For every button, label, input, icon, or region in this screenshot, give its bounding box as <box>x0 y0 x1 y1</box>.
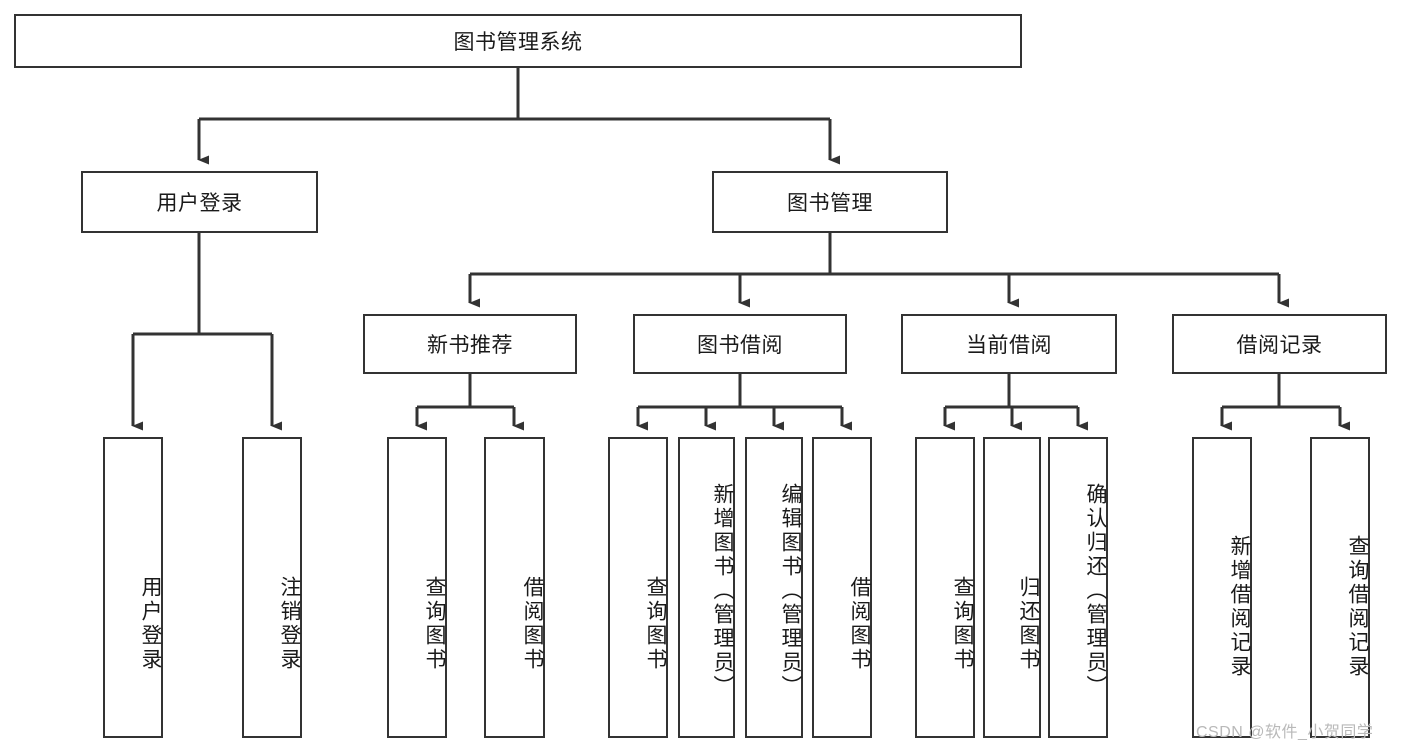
leaf-query-book-borrow-label: 查询图书 <box>644 575 667 672</box>
leaf-query-book-recommend[interactable]: 查询图书 <box>387 437 447 738</box>
node-user-login[interactable]: 用户登录 <box>81 171 318 233</box>
node-root[interactable]: 图书管理系统 <box>14 14 1022 68</box>
node-current-borrow-label: 当前借阅 <box>966 334 1052 357</box>
leaf-return-book-label: 归还图书 <box>1017 575 1040 672</box>
leaf-query-borrow-record[interactable]: 查询借阅记录 <box>1310 437 1370 738</box>
node-borrow-record-label: 借阅记录 <box>1236 334 1323 357</box>
leaf-user-login-label: 用户登录 <box>139 575 162 672</box>
leaf-return-book[interactable]: 归还图书 <box>983 437 1041 738</box>
leaf-add-borrow-record[interactable]: 新增借阅记录 <box>1192 437 1252 738</box>
leaf-add-book-label: 新增图书（管理员） <box>711 482 734 699</box>
node-user-login-label: 用户登录 <box>156 192 243 215</box>
leaf-logout[interactable]: 注销登录 <box>242 437 302 738</box>
leaf-add-book[interactable]: 新增图书（管理员） <box>678 437 735 738</box>
leaf-user-login[interactable]: 用户登录 <box>103 437 163 738</box>
leaf-query-book-borrow[interactable]: 查询图书 <box>608 437 668 738</box>
leaf-borrow-book-recommend-label: 借阅图书 <box>521 575 544 672</box>
node-new-book-recommend-label: 新书推荐 <box>427 334 513 357</box>
leaf-query-book-recommend-label: 查询图书 <box>423 575 446 672</box>
leaf-edit-book-label: 编辑图书（管理员） <box>779 482 802 699</box>
node-root-label: 图书管理系统 <box>453 31 583 54</box>
leaf-borrow-book-recommend[interactable]: 借阅图书 <box>484 437 545 738</box>
node-book-manage[interactable]: 图书管理 <box>712 171 948 233</box>
leaf-query-book-current[interactable]: 查询图书 <box>915 437 975 738</box>
node-book-borrow[interactable]: 图书借阅 <box>633 314 847 374</box>
leaf-add-borrow-record-label: 新增借阅记录 <box>1228 534 1251 679</box>
leaf-query-book-current-label: 查询图书 <box>951 575 974 672</box>
leaf-confirm-return[interactable]: 确认归还（管理员） <box>1048 437 1108 738</box>
node-book-manage-label: 图书管理 <box>787 192 873 215</box>
node-current-borrow[interactable]: 当前借阅 <box>901 314 1117 374</box>
node-borrow-record[interactable]: 借阅记录 <box>1172 314 1387 374</box>
watermark: CSDN @软件_小贺同学 <box>1196 718 1373 742</box>
node-book-borrow-label: 图书借阅 <box>697 334 783 357</box>
leaf-logout-label: 注销登录 <box>278 575 301 672</box>
watermark-text: CSDN @软件_小贺同学 <box>1196 724 1374 741</box>
node-new-book-recommend[interactable]: 新书推荐 <box>363 314 577 374</box>
leaf-edit-book[interactable]: 编辑图书（管理员） <box>745 437 803 738</box>
leaf-query-borrow-record-label: 查询借阅记录 <box>1346 534 1369 679</box>
leaf-confirm-return-label: 确认归还（管理员） <box>1084 482 1107 699</box>
leaf-borrow-book[interactable]: 借阅图书 <box>812 437 872 738</box>
leaf-borrow-book-label: 借阅图书 <box>848 575 871 672</box>
